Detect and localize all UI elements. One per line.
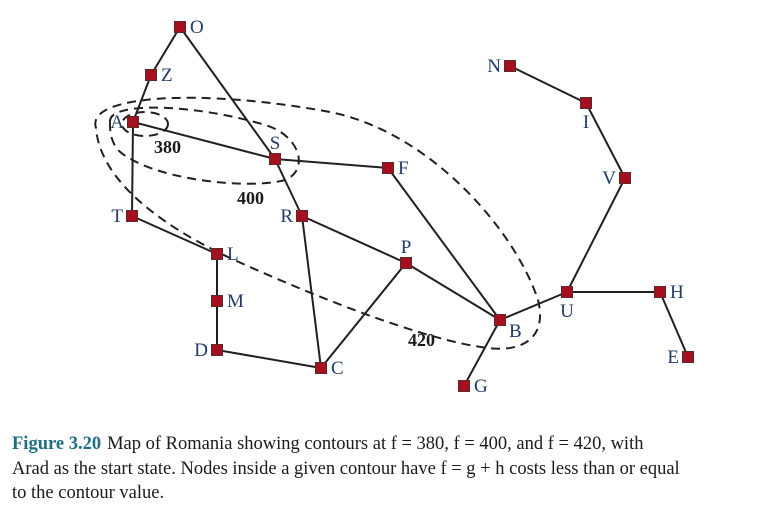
node-marker-M (211, 295, 223, 307)
edge-D-C (216, 349, 322, 369)
edge-O-Z (150, 26, 181, 76)
contour-label-420: 420 (408, 330, 435, 350)
edge-R-C (301, 215, 322, 369)
edge-I-N (509, 65, 587, 104)
node-marker-C (315, 362, 327, 374)
node-marker-E (682, 351, 694, 363)
node-V: V (602, 168, 631, 189)
node-marker-A (127, 116, 139, 128)
node-label-P: P (401, 237, 412, 258)
node-P: P (400, 237, 412, 269)
edge-P-B (405, 262, 501, 321)
contour-380 (121, 111, 169, 137)
node-label-U: U (560, 301, 574, 322)
romania-map: O Z A S F R T L M D C P B G U H E V I N 380 400 420 (94, 17, 694, 397)
edge-A-S (132, 121, 276, 160)
node-label-E: E (667, 347, 679, 368)
edge-U-V (566, 177, 626, 293)
node-label-N: N (487, 56, 501, 77)
node-marker-H (654, 286, 666, 298)
node-marker-I (580, 97, 592, 109)
node-label-V: V (602, 168, 616, 189)
caption-line-3: to the contour value. (12, 483, 165, 503)
node-label-D: D (194, 340, 208, 361)
node-marker-V (619, 172, 631, 184)
edge-T-L (131, 215, 218, 255)
edge-Z-A (132, 74, 152, 123)
edge-R-P (301, 215, 407, 264)
node-label-T: T (111, 206, 123, 227)
node-label-F: F (398, 158, 409, 179)
node-marker-F (382, 162, 394, 174)
edge-V-I (585, 102, 626, 179)
edge-S-R (274, 158, 303, 217)
node-S: S (269, 133, 281, 165)
node-marker-U (561, 286, 573, 298)
node-E: E (667, 347, 694, 368)
contour-label-400: 400 (237, 188, 264, 208)
edge-A-T (131, 121, 134, 217)
node-F: F (382, 158, 409, 179)
figure-number: Figure 3.20 (12, 434, 102, 454)
edge-H-E (659, 291, 689, 358)
node-B: B (494, 314, 522, 342)
node-marker-R (296, 210, 308, 222)
node-T: T (111, 206, 138, 227)
contour-label-380: 380 (154, 137, 181, 157)
node-A: A (110, 112, 139, 133)
node-marker-N (504, 60, 516, 72)
edge-B-U (499, 291, 568, 321)
node-Z: Z (145, 65, 173, 86)
node-label-H: H (670, 282, 684, 303)
edge-F-B (387, 167, 501, 321)
node-label-Z: Z (161, 65, 173, 86)
caption-line-2: Arad as the start state. Nodes inside a … (12, 458, 680, 479)
node-D: D (194, 340, 223, 361)
node-label-S: S (270, 133, 281, 154)
node-marker-L (211, 248, 223, 260)
node-label-G: G (474, 376, 488, 397)
node-label-L: L (227, 244, 239, 265)
node-marker-S (269, 153, 281, 165)
node-marker-O (174, 21, 186, 33)
caption-text-1: Map of Romania showing contours at f = 3… (107, 434, 644, 454)
node-I: I (580, 97, 592, 133)
node-marker-T (126, 210, 138, 222)
node-marker-B (494, 314, 506, 326)
node-label-M: M (227, 291, 244, 312)
node-M: M (211, 291, 244, 312)
edge-P-C (320, 262, 407, 369)
edge-S-F (274, 158, 389, 169)
node-G: G (458, 376, 488, 397)
node-label-B: B (509, 321, 522, 342)
node-L: L (211, 244, 239, 265)
node-U: U (560, 286, 574, 322)
node-N: N (487, 56, 516, 77)
node-label-C: C (331, 358, 344, 379)
node-R: R (280, 206, 308, 227)
node-label-R: R (280, 206, 293, 227)
node-marker-G (458, 380, 470, 392)
node-C: C (315, 358, 344, 379)
node-H: H (654, 282, 684, 303)
edge-O-S (179, 26, 276, 160)
node-O: O (174, 17, 204, 38)
node-marker-D (211, 344, 223, 356)
edge-B-G (463, 319, 501, 387)
node-label-I: I (583, 112, 589, 133)
node-marker-P (400, 257, 412, 269)
node-label-A: A (110, 112, 124, 133)
node-label-O: O (190, 17, 204, 38)
node-marker-Z (145, 69, 157, 81)
